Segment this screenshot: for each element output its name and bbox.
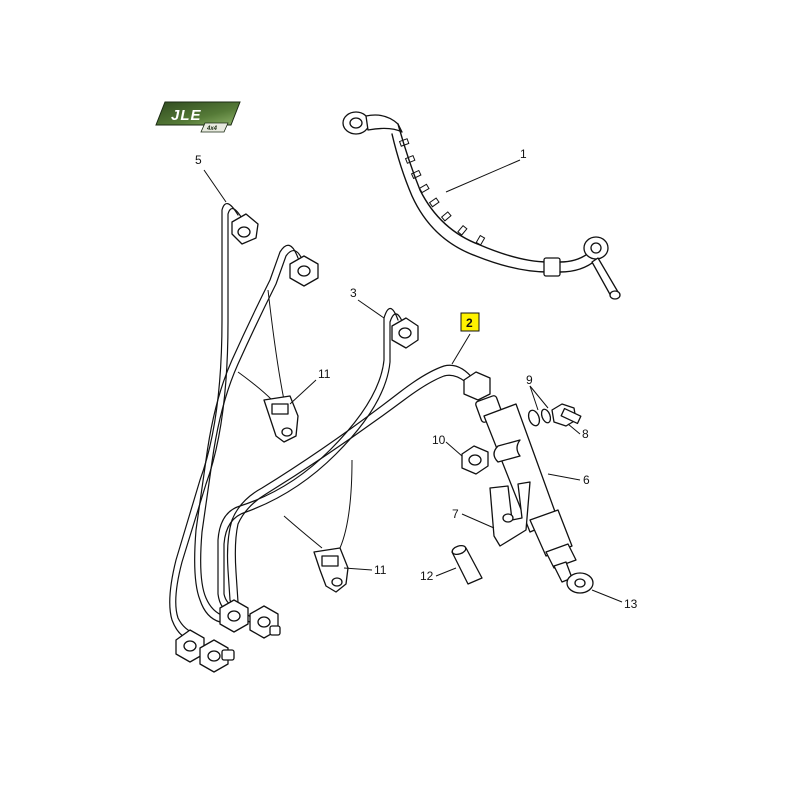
part-12-stud <box>451 544 483 585</box>
part-6-injector <box>463 371 577 583</box>
part-11-pipe-clamp-upper <box>237 289 299 443</box>
part-8-leak-off-bolt <box>551 403 582 427</box>
callout-2-highlighted: 2 <box>460 312 480 332</box>
callout-8: 8 <box>582 427 589 441</box>
callout-2: 2 <box>466 316 473 330</box>
part-7-injector-clamp <box>489 481 531 547</box>
part-5-injector-pipe <box>169 203 259 641</box>
part-9-sealing-washers <box>527 408 552 427</box>
callout-6: 6 <box>583 473 590 487</box>
jle-4x4-logo: JLE 4x4 <box>155 101 241 133</box>
logo-brand-text: JLE <box>171 107 202 124</box>
logo-sub-text: 4x4 <box>206 126 218 132</box>
callout-11-lower: 11 <box>374 563 387 577</box>
callout-11-upper: 11 <box>318 367 331 381</box>
pump-end-nuts <box>175 599 281 673</box>
callout-13: 13 <box>624 597 638 611</box>
callout-3: 3 <box>350 286 357 300</box>
part-13-copper-washer <box>566 572 594 594</box>
callout-9: 9 <box>526 373 533 387</box>
injector-pipe-second <box>194 244 319 623</box>
callout-12: 12 <box>420 569 434 583</box>
part-11-pipe-clamp-lower <box>283 459 353 593</box>
part-10-nut <box>461 445 489 475</box>
callout-10: 10 <box>432 433 446 447</box>
callout-7: 7 <box>452 507 459 521</box>
part-2-injector-pipe <box>226 364 475 623</box>
callout-1: 1 <box>520 147 527 161</box>
callout-5: 5 <box>195 153 202 167</box>
leader-lines <box>203 159 623 603</box>
callout-labels: 1 2 3 5 6 7 8 9 10 11 11 12 13 <box>195 147 638 611</box>
part-1-leak-off-hose <box>342 111 621 300</box>
callout-2-highlight-box <box>460 312 480 332</box>
